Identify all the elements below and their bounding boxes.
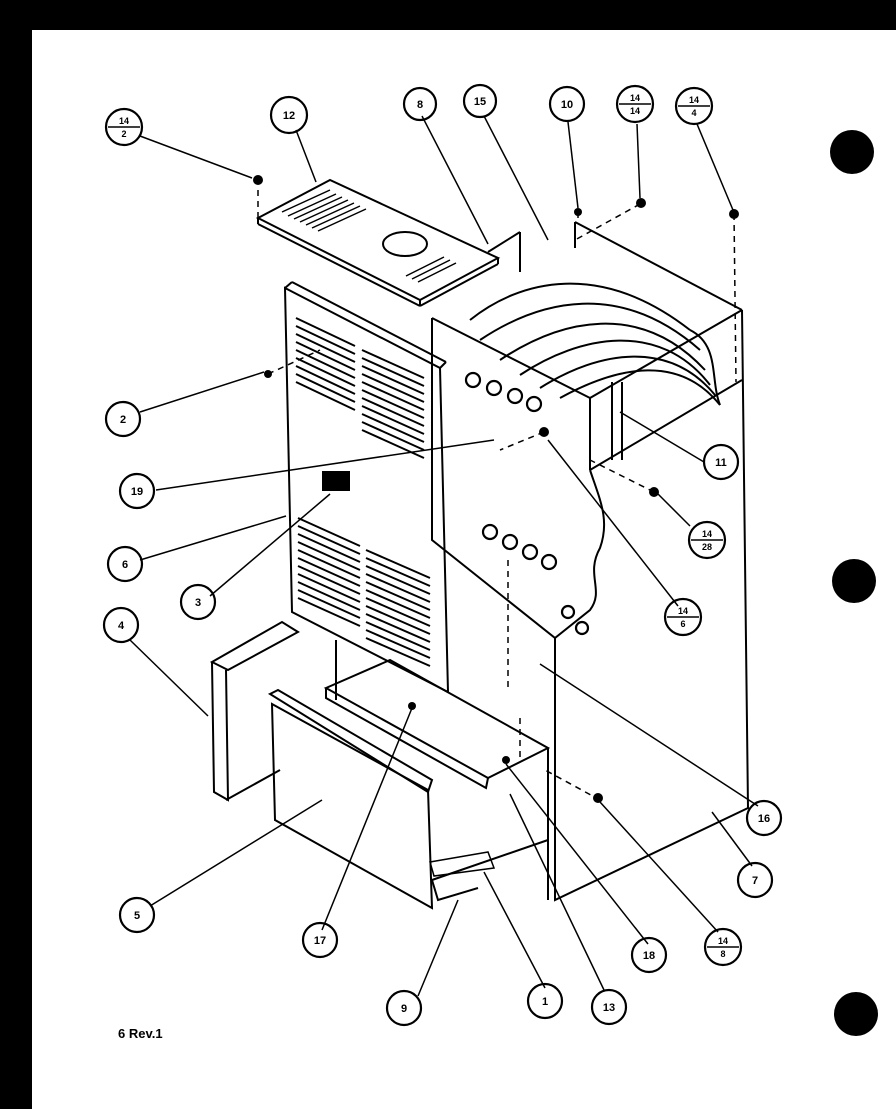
callout-label: 11 bbox=[715, 457, 727, 469]
registration-marks bbox=[830, 130, 878, 1036]
registration-dot-bottom bbox=[834, 992, 878, 1036]
top-panel bbox=[255, 178, 501, 307]
callout-label: 1 bbox=[542, 996, 548, 1008]
split-callout-bottom: 2 bbox=[121, 129, 126, 139]
callout-label: 5 bbox=[134, 910, 140, 922]
callout-label: 4 bbox=[118, 620, 125, 632]
cabinet-casing bbox=[431, 221, 750, 902]
split-dividers bbox=[108, 103, 739, 948]
split-callout-top: 14 bbox=[119, 116, 129, 126]
callout-label: 12 bbox=[283, 110, 295, 122]
callout-label: 10 bbox=[561, 99, 573, 111]
callout-label: 2 bbox=[120, 414, 126, 426]
callout-label: 6 bbox=[122, 559, 128, 571]
callout-labels: 12 8 15 10 2 19 6 3 4 11 5 17 9 1 13 18 … bbox=[118, 93, 770, 1015]
screws bbox=[253, 175, 739, 803]
furnace-drawing bbox=[102, 83, 783, 1027]
split-callout-top: 14 bbox=[689, 95, 699, 105]
callout-label: 7 bbox=[752, 875, 758, 887]
split-callout-bottom: 14 bbox=[630, 106, 640, 116]
split-callout-bottom: 4 bbox=[691, 108, 696, 118]
callout-label: 9 bbox=[401, 1003, 407, 1015]
heat-exchanger bbox=[469, 282, 721, 460]
callout-label: 17 bbox=[314, 935, 326, 947]
split-callout-top: 14 bbox=[630, 93, 640, 103]
leader-lines bbox=[129, 115, 759, 997]
callout-label: 18 bbox=[643, 950, 655, 962]
callout-label: 8 bbox=[417, 99, 423, 111]
drawing-sheet bbox=[32, 30, 896, 1109]
registration-dot-top bbox=[830, 130, 874, 174]
split-callout-top: 14 bbox=[702, 529, 712, 539]
split-callout-bottom: 28 bbox=[702, 542, 712, 552]
split-callout-bottom: 6 bbox=[680, 619, 685, 629]
split-callout-bottom: 8 bbox=[720, 949, 725, 959]
callout-label: 19 bbox=[131, 486, 143, 498]
blower-compartment bbox=[209, 620, 551, 910]
callout-label: 13 bbox=[603, 1002, 615, 1014]
front-louver-panel bbox=[283, 281, 450, 694]
revision-note: 6 Rev.1 bbox=[118, 1026, 163, 1041]
assembly-guide-lines bbox=[257, 190, 737, 801]
callout-label: 16 bbox=[758, 813, 770, 825]
callout-label: 3 bbox=[195, 597, 201, 609]
registration-dot-middle bbox=[832, 559, 876, 603]
split-callout-top: 14 bbox=[678, 606, 688, 616]
callout-circles bbox=[102, 83, 783, 1027]
callout-label: 15 bbox=[474, 96, 486, 108]
split-callout-top: 14 bbox=[718, 936, 728, 946]
